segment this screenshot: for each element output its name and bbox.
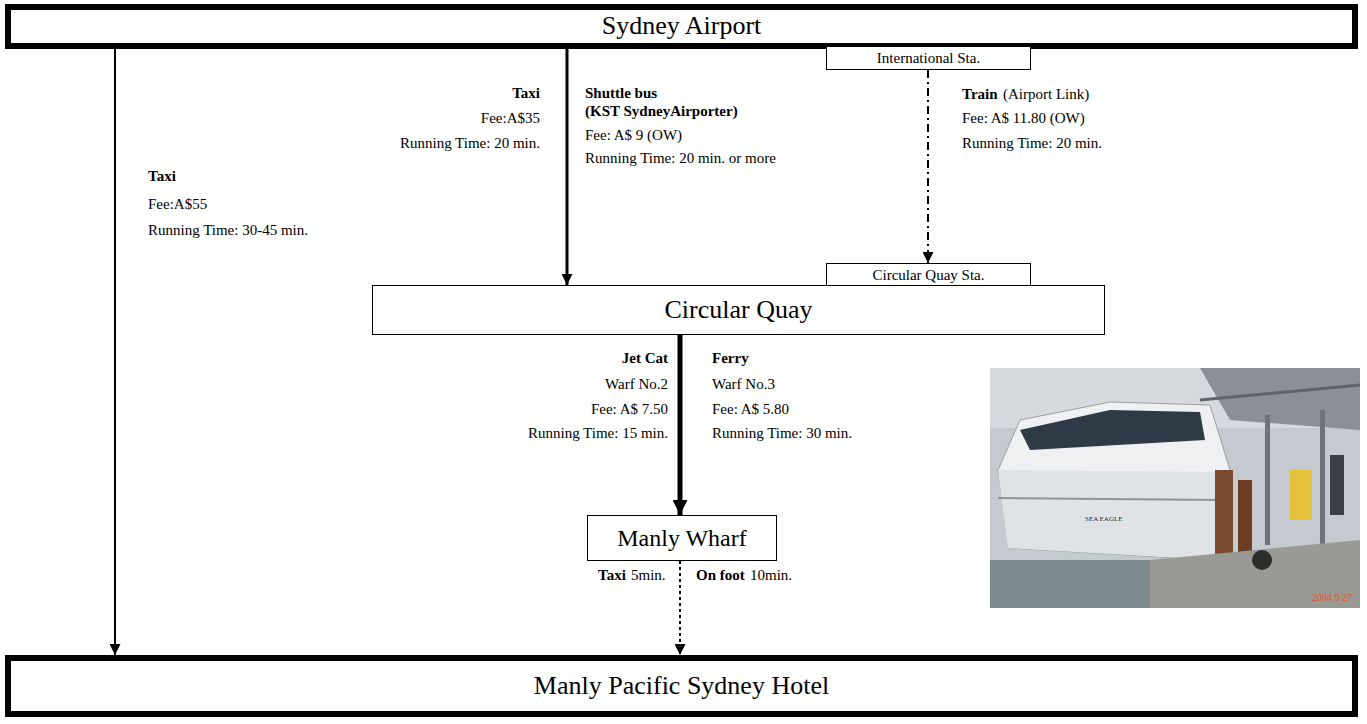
route-detail: (KST SydneyAirporter) [585, 103, 738, 120]
route-detail: Shuttle bus [585, 85, 657, 102]
route-arrow [679, 561, 681, 655]
hull-name: SEA EAGLE [1085, 515, 1123, 523]
route-arrow [566, 49, 569, 285]
route-detail: Warf No.2 [605, 376, 668, 393]
route-arrow [114, 49, 116, 655]
transport-mode: Taxi [512, 85, 540, 102]
route-detail: Fee:A$55 [148, 196, 207, 213]
transport-mode: Train [962, 86, 998, 103]
node-text: Circular Quay [664, 296, 812, 325]
route-detail: Running Time: 30 min. [712, 425, 852, 442]
route-detail: Running Time: 20 min. [400, 135, 540, 152]
route-detail: Fee: A$ 5.80 [712, 401, 789, 418]
route-arrow [927, 70, 929, 263]
route-arrow [678, 335, 683, 515]
node-text: International Sta. [877, 50, 980, 67]
hub-box: Circular Quay [372, 285, 1105, 335]
node-text: Manly Pacific Sydney Hotel [534, 672, 829, 701]
wharf-box: Manly Wharf [587, 515, 777, 561]
route-detail: (Airport Link) [1003, 86, 1089, 103]
route-detail: Fee: A$ 11.80 (OW) [962, 110, 1085, 127]
terminal-box: Sydney Airport [5, 4, 1358, 49]
transport-mode: Taxi [148, 168, 176, 185]
node-text: Circular Quay Sta. [872, 267, 984, 284]
route-detail: Fee:A$35 [481, 110, 540, 127]
route-detail: Running Time: 30-45 min. [148, 222, 308, 239]
date-stamp: 2004 9 27 [1312, 592, 1352, 604]
route-detail: 5min. [631, 567, 666, 584]
node-text: Manly Wharf [617, 525, 747, 551]
route-detail: Running Time: 15 min. [528, 425, 668, 442]
node-text: Sydney Airport [602, 12, 762, 41]
station-box: International Sta. [826, 46, 1031, 70]
route-detail: On foot [696, 567, 745, 584]
route-detail: Warf No.3 [712, 376, 775, 393]
route-detail: Running Time: 20 min. [962, 135, 1102, 152]
hotel-box: Manly Pacific Sydney Hotel [5, 655, 1358, 717]
transport-mode: Taxi [598, 567, 626, 584]
route-detail: Ferry [712, 350, 749, 367]
route-detail: Fee: A$ 7.50 [591, 401, 668, 418]
station-box: Circular Quay Sta. [826, 263, 1031, 287]
transport-mode: Jet Cat [622, 350, 668, 367]
route-detail: 10min. [750, 567, 792, 584]
route-detail: Running Time: 20 min. or more [585, 150, 800, 167]
route-detail: Fee: A$ 9 (OW) [585, 127, 682, 144]
